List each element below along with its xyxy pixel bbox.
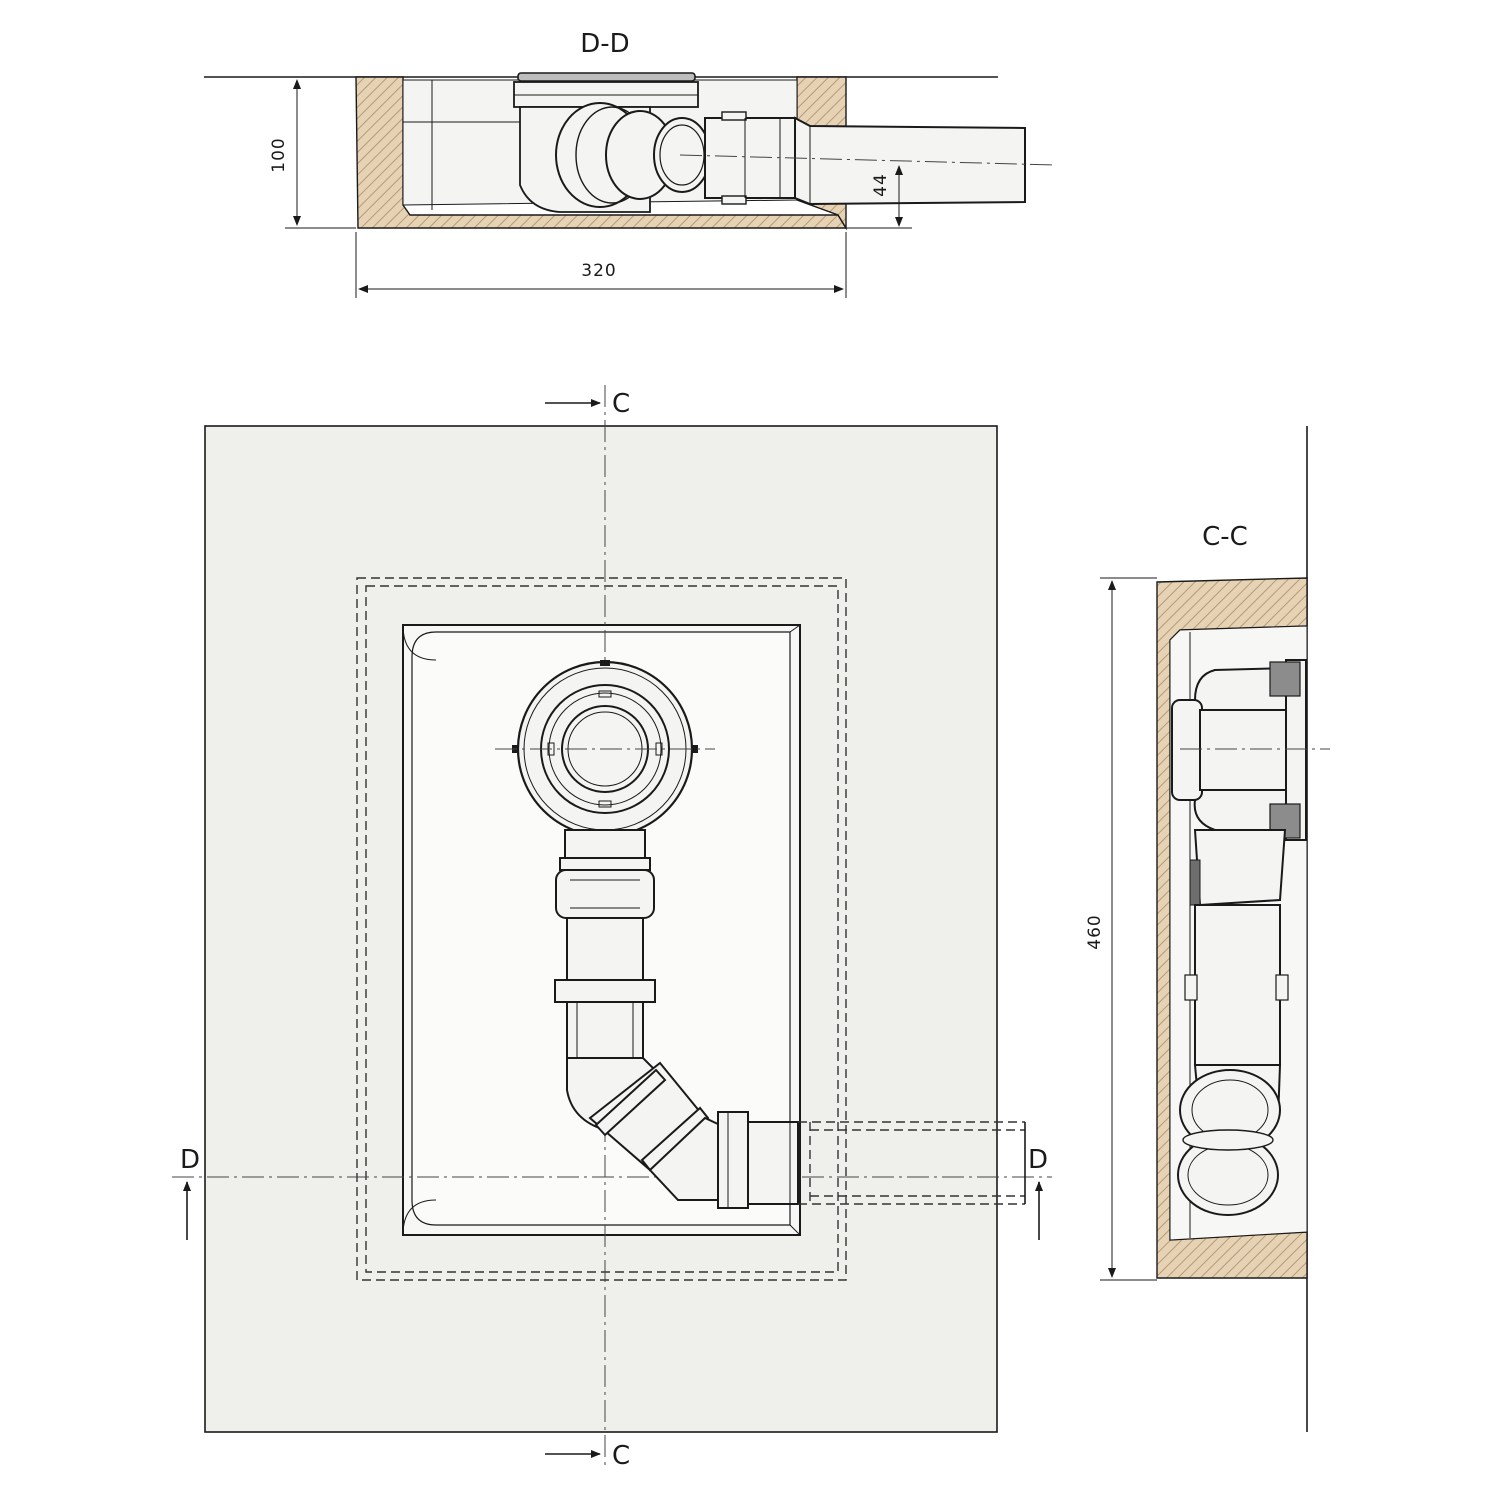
section-cc-title: C-C	[1202, 522, 1248, 552]
drain-body-cc	[1171, 659, 1330, 841]
outlet-pipe-hidden	[798, 1121, 1026, 1205]
svg-text:D: D	[180, 1145, 200, 1175]
drain-pipe-plan	[554, 829, 799, 1209]
section-dd-title: D-D	[580, 29, 629, 59]
svg-text:C: C	[612, 389, 630, 419]
drain-body-side	[513, 72, 711, 213]
drain-plan	[495, 660, 715, 838]
dimension-outlet-height-label: 44	[871, 173, 891, 197]
dimension-width: 320	[355, 232, 847, 298]
dimension-length-label: 460	[1085, 914, 1105, 949]
outlet-pipe-side	[704, 111, 1026, 206]
section-marker-c-top: C	[545, 389, 630, 419]
svg-text:C: C	[612, 1441, 630, 1471]
dimension-height: 100	[269, 76, 356, 229]
section-marker-d-left: D	[180, 1145, 200, 1240]
section-dd-view: D-D	[204, 29, 1056, 298]
dimension-outlet-height: 44	[846, 165, 912, 229]
dimension-length: 460	[1085, 577, 1157, 1281]
section-marker-c-bottom: C	[545, 1441, 630, 1471]
dimension-width-label: 320	[581, 261, 616, 281]
svg-text:D: D	[1028, 1145, 1048, 1175]
dimension-height-label: 100	[269, 137, 289, 172]
drain-pipe-cc	[1177, 829, 1289, 1216]
plan-view: C C D D	[172, 385, 1052, 1471]
recess-outline-hidden	[356, 577, 847, 1281]
section-cc-view: C-C	[1085, 426, 1330, 1432]
section-marker-d-right: D	[1028, 1145, 1048, 1240]
